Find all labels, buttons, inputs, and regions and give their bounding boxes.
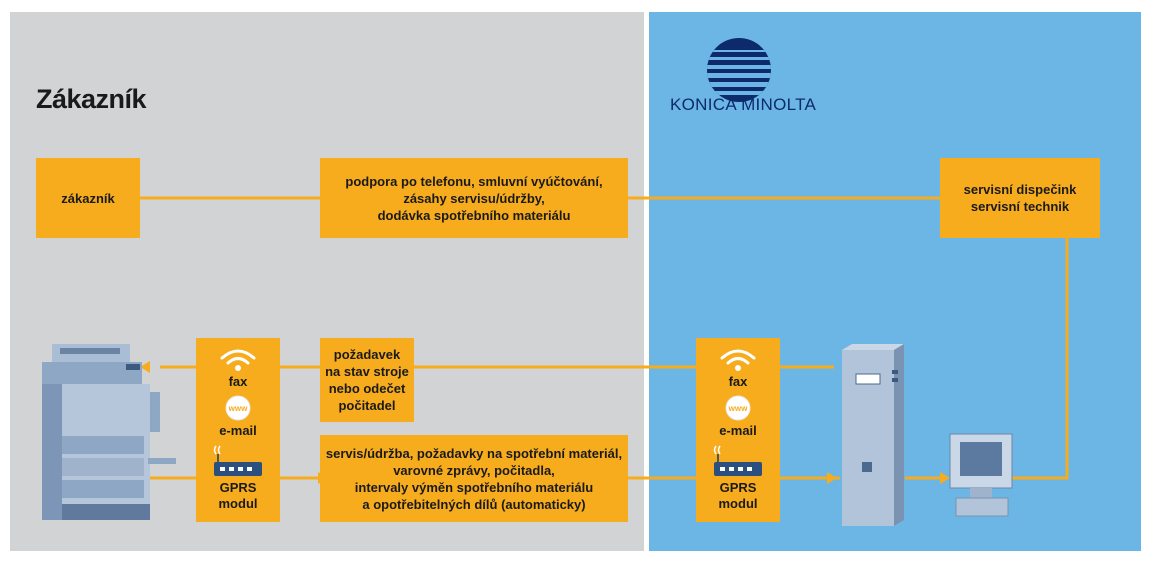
wifi-icon (220, 349, 256, 371)
customer-label: zákazník (61, 190, 115, 206)
email-label-left: e-mail (219, 423, 257, 438)
request-arrow-head (140, 361, 150, 373)
request-box: požadavek na stav stroje nebo odečet poč… (320, 338, 414, 422)
globe-icon: www (225, 395, 251, 421)
service-arrow-head (827, 472, 837, 484)
globe-label-right: www (728, 404, 748, 413)
modem-icon (213, 445, 262, 476)
modem-icon (713, 445, 762, 476)
globe-label-left: www (228, 404, 248, 413)
gprs-line-1-left: GPRS (219, 480, 257, 495)
customer-box: zákazník (36, 158, 140, 238)
service-info-line-1: servis/údržba, požadavky na spotřební ma… (325, 445, 623, 461)
email-label-right: e-mail (719, 423, 757, 438)
wifi-icon (720, 349, 756, 371)
monitor-icon (949, 433, 1013, 517)
dispatch-line-1: servisní dispečink (963, 182, 1077, 197)
service-info-line-2: varovné zprávy, počitadla, (393, 462, 555, 478)
copier-icon (42, 344, 176, 520)
fax-label-left: fax (228, 374, 248, 389)
service-info-line-4: a opotřebitelných dílů (automaticky) (362, 496, 586, 512)
top-message-line-3: dodávka spotřebního materiálu (377, 207, 571, 223)
top-message-line-1: podpora po telefonu, smluvní vyúčtování, (345, 173, 603, 189)
page-title: Zákazník (36, 84, 147, 114)
gprs-line-2-right: modul (718, 496, 758, 511)
dispatch-line-2: servisní technik (970, 199, 1070, 214)
monitor-arrow-head (940, 472, 950, 484)
brand-name: KONICA MINOLTA (670, 95, 817, 114)
server-icon (842, 344, 904, 526)
fax-label-right: fax (728, 374, 748, 389)
gprs-line-2-left: modul (218, 496, 258, 511)
service-info-box: servis/údržba, požadavky na spotřební ma… (320, 435, 628, 522)
service-info-line-3: intervaly výměn spotřebního materiálu (354, 479, 594, 495)
request-line-2: na stav stroje (325, 364, 409, 379)
konica-minolta-logo-icon (707, 38, 771, 102)
top-message-box: podpora po telefonu, smluvní vyúčtování,… (320, 158, 628, 238)
top-message-line-2: zásahy servisu/údržby, (403, 190, 545, 206)
dispatch-box: servisní dispečink servisní technik (940, 158, 1100, 238)
gprs-line-1-right: GPRS (719, 480, 757, 495)
request-line-3: nebo odečet (328, 381, 406, 396)
dispatch-line (1010, 238, 1069, 480)
gprs-label-left: GPRS modul (196, 480, 280, 512)
globe-icon: www (725, 395, 751, 421)
gprs-label-right: GPRS modul (696, 480, 780, 512)
request-line-1: požadavek (333, 347, 401, 362)
request-line-4: počitadel (338, 398, 396, 413)
